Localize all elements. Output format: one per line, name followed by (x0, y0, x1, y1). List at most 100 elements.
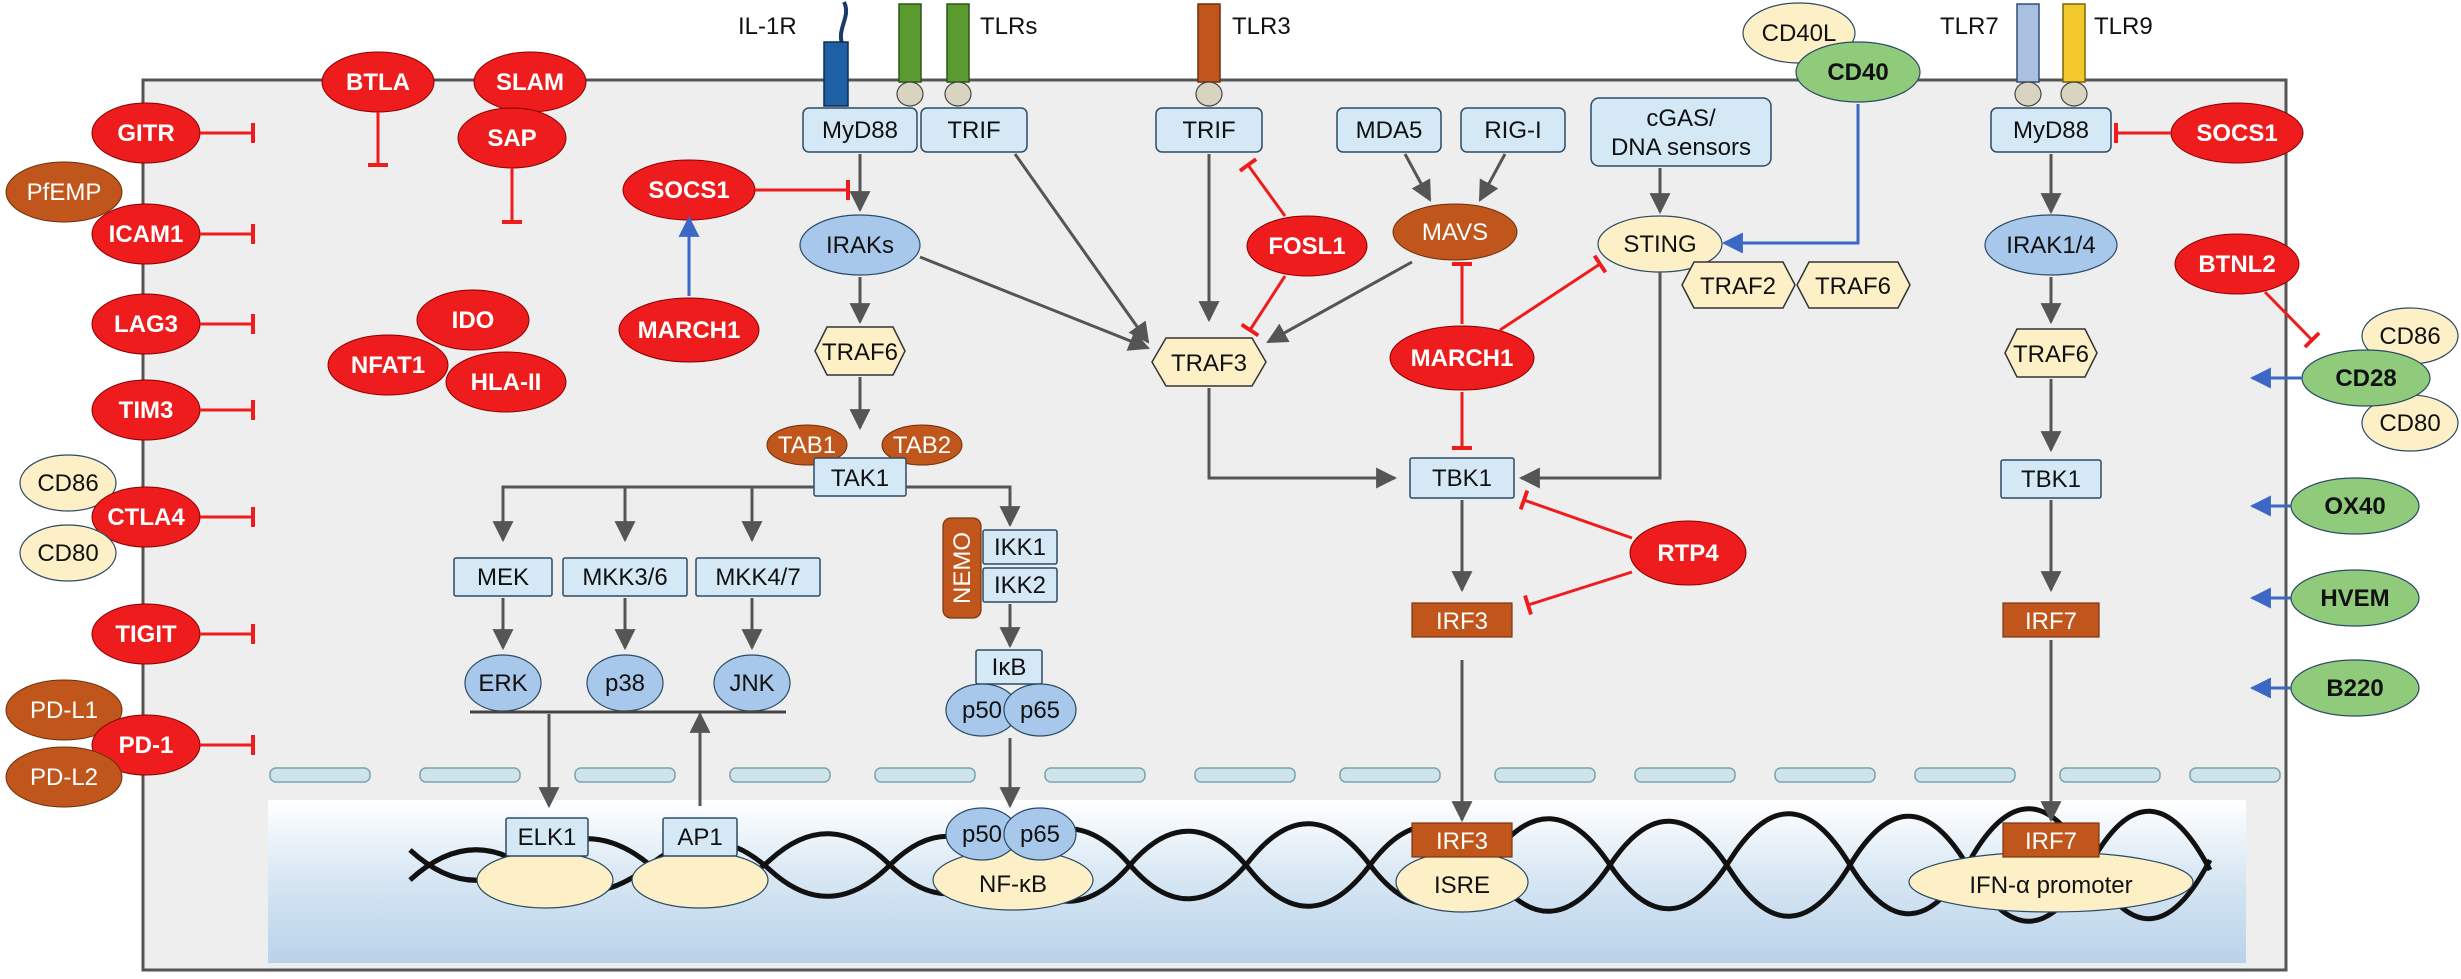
tbk1-mid-box: TBK1 (1409, 457, 1515, 499)
svg-text:TRIF: TRIF (1182, 117, 1235, 144)
svg-text:p65: p65 (1020, 821, 1060, 848)
cd28-node: CD28 (2301, 349, 2431, 407)
svg-text:ICAM1: ICAM1 (109, 221, 184, 248)
svg-text:CD86: CD86 (2379, 323, 2440, 350)
svg-text:PD-L1: PD-L1 (30, 697, 98, 724)
march1-mid-node: MARCH1 (1389, 325, 1535, 391)
trif-box: TRIF (920, 107, 1028, 153)
svg-text:IκB: IκB (992, 654, 1027, 681)
lag3-node: LAG3 (91, 293, 201, 355)
svg-text:SOCS1: SOCS1 (648, 177, 729, 204)
isre-site: IRF3 ISRE (1395, 822, 1529, 913)
fosl1-node: FOSL1 (1246, 215, 1368, 277)
svg-text:OX40: OX40 (2324, 493, 2385, 520)
svg-text:CD86: CD86 (37, 470, 98, 497)
cd80-right-node: CD80 (2361, 394, 2459, 452)
svg-text:ISRE: ISRE (1434, 872, 1490, 899)
traf2-node: TRAF2 (1681, 261, 1796, 309)
nuclear-membrane (269, 767, 2281, 783)
tlr7-label: TLR7 (1940, 13, 1999, 40)
svg-text:IRAKs: IRAKs (826, 232, 894, 259)
svg-text:NF-κB: NF-κB (979, 871, 1047, 898)
svg-text:IKK2: IKK2 (994, 572, 1046, 599)
svg-text:TAK1: TAK1 (831, 465, 889, 492)
p65-cyto-node: p65 (1003, 683, 1077, 737)
btnl2-node: BTNL2 (2174, 233, 2300, 295)
ikk2-box: IKK2 (982, 567, 1058, 603)
svg-text:p38: p38 (605, 670, 645, 697)
mkk36-box: MKK3/6 (562, 557, 688, 597)
svg-text:LAG3: LAG3 (114, 311, 178, 338)
svg-text:IRF7: IRF7 (2025, 828, 2077, 855)
pdl2-node: PD-L2 (5, 746, 123, 808)
mek-box: MEK (453, 557, 553, 597)
tab2-node: TAB2 (881, 424, 963, 466)
svg-text:STING: STING (1623, 231, 1696, 258)
cd80-left-node: CD80 (19, 524, 117, 582)
tlrs-label: TLRs (980, 13, 1037, 40)
svg-text:CD80: CD80 (37, 540, 98, 567)
sap-node: SAP (457, 107, 567, 169)
rigi-box: RIG-I (1460, 107, 1566, 153)
svg-text:TBK1: TBK1 (1432, 465, 1492, 492)
irf7-cyto-box: IRF7 (2002, 602, 2100, 638)
mavs-node: MAVS (1392, 203, 1518, 261)
svg-text:MAVS: MAVS (1422, 219, 1488, 246)
svg-text:p50: p50 (962, 821, 1002, 848)
svg-text:NEMO: NEMO (949, 532, 976, 604)
tlrs-receptor: TLRs (896, 3, 1037, 107)
svg-text:DNA sensors: DNA sensors (1611, 134, 1751, 161)
tak1-box: TAK1 (813, 457, 907, 497)
traf6-sting-node: TRAF6 (1796, 261, 1911, 309)
svg-text:TIM3: TIM3 (119, 397, 174, 424)
ikb-box: IκB (975, 649, 1043, 685)
erk-node: ERK (464, 654, 542, 712)
svg-text:MARCH1: MARCH1 (1411, 345, 1514, 372)
myd88-box: MyD88 (802, 107, 918, 153)
svg-text:IRF3: IRF3 (1436, 828, 1488, 855)
socs1-right-node: SOCS1 (2170, 102, 2304, 164)
nfkb-site: p50 p65 NF-κB (932, 807, 1094, 911)
il1r-label: IL-1R (738, 13, 797, 40)
btla-node: BTLA (321, 51, 435, 113)
svg-text:HLA-II: HLA-II (471, 369, 542, 396)
svg-text:BTNL2: BTNL2 (2198, 251, 2275, 278)
svg-text:cGAS/: cGAS/ (1646, 105, 1716, 132)
traf6-right-node: TRAF6 (2004, 328, 2098, 378)
svg-text:B220: B220 (2326, 675, 2383, 702)
cd40-node: CD40 (1795, 41, 1921, 103)
svg-text:MyD88: MyD88 (822, 117, 898, 144)
socs1-left-node: SOCS1 (622, 159, 756, 221)
svg-text:IRAK1/4: IRAK1/4 (2006, 232, 2095, 259)
svg-text:TBK1: TBK1 (2021, 466, 2081, 493)
tbk1-right-box: TBK1 (2000, 459, 2102, 499)
svg-text:MDA5: MDA5 (1356, 117, 1423, 144)
svg-text:TRAF3: TRAF3 (1171, 350, 1247, 377)
tim3-node: TIM3 (91, 379, 201, 441)
pfemp-node: PfEMP (5, 161, 123, 223)
ikk1-box: IKK1 (982, 529, 1058, 565)
svg-text:MyD88: MyD88 (2013, 117, 2089, 144)
icam1-node: ICAM1 (91, 203, 201, 265)
svg-text:SOCS1: SOCS1 (2196, 120, 2277, 147)
svg-text:PfEMP: PfEMP (27, 179, 102, 206)
svg-text:NFAT1: NFAT1 (351, 352, 425, 379)
svg-text:IKK1: IKK1 (994, 534, 1046, 561)
jnk-node: JNK (713, 654, 791, 712)
svg-text:TRAF2: TRAF2 (1700, 273, 1776, 300)
p50-cyto-node: p50 (945, 683, 1019, 737)
svg-text:AP1: AP1 (677, 824, 722, 851)
svg-text:MARCH1: MARCH1 (638, 317, 741, 344)
pd1-node: PD-1 (91, 714, 201, 776)
pdl1-node: PD-L1 (5, 679, 123, 741)
ifna-promoter-site: IRF7 IFN-α promoter (1908, 822, 2194, 913)
svg-text:TRAF6: TRAF6 (2013, 341, 2089, 368)
p38-node: p38 (586, 654, 664, 712)
svg-text:MKK3/6: MKK3/6 (582, 564, 667, 591)
myd88-right-box: MyD88 (1990, 107, 2112, 153)
hvem-node: HVEM (2290, 569, 2420, 627)
svg-text:BTLA: BTLA (346, 69, 410, 96)
svg-text:HVEM: HVEM (2320, 585, 2389, 612)
svg-text:IFN-α promoter: IFN-α promoter (1969, 872, 2132, 899)
